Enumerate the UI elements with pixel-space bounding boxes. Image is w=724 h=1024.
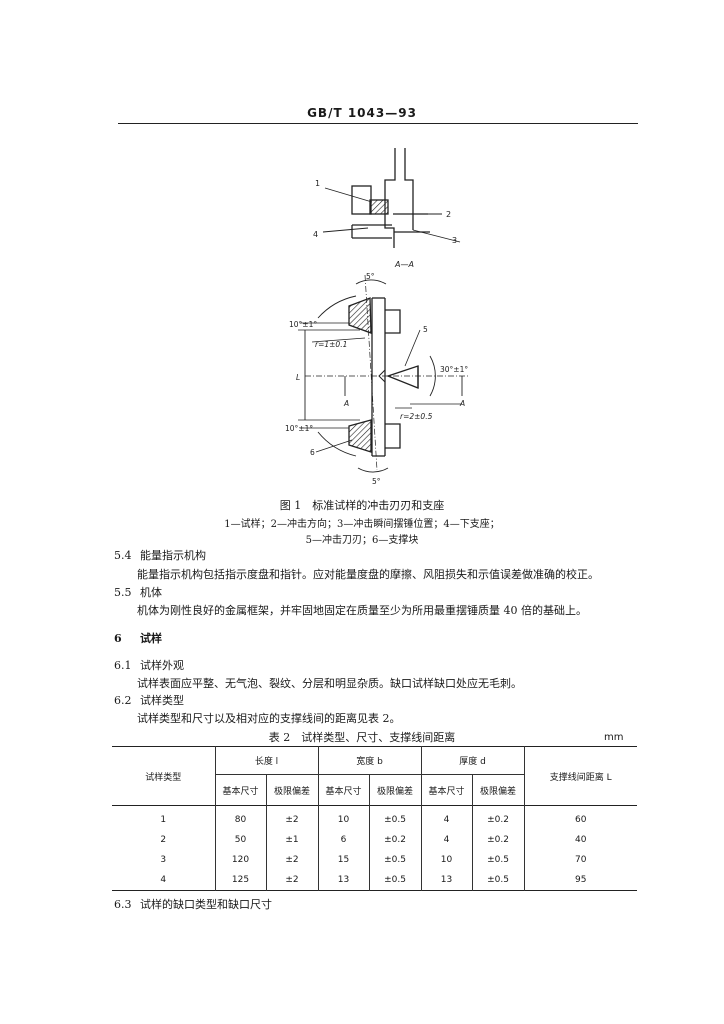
table-unit: mm [604,732,624,743]
cell-length: 80 [214,805,266,830]
header-basic: 基本尺寸 [317,774,369,806]
header-rule [118,123,638,124]
cell-width-tol: ±0.2 [368,830,421,850]
cell-thickness-tol: ±0.5 [471,850,524,870]
section-5-5-heading: 5.5 机体 [114,584,162,600]
cell-type: 4 [160,875,167,885]
cell-thickness: 10 [420,850,472,870]
cell-width-tol: ±0.5 [368,805,421,830]
cell-width: 10 [317,805,369,830]
cell-thickness: 4 [420,830,472,850]
callout-3: 3 [452,236,457,245]
cell-length-tol: ±2 [265,805,318,830]
cell-length-tol: ±1 [265,830,318,850]
section-title: 试样类型 [140,694,184,707]
table-title: 表 2 试样类型、尺寸、支撑线间距离 [268,731,456,744]
section-6-heading: 6 试样 [114,630,162,646]
support-callout: 6 [310,448,315,457]
header-tolerance: 极限偏差 [368,774,421,806]
cell-thickness-tol: ±0.5 [471,870,524,891]
section-number: 5.4 [114,549,132,562]
section-5-4-text: 能量指示机构包括指示度盘和指针。应对能量度盘的摩擦、风阻损失和示值误差做准确的校… [137,568,599,581]
figure-legend-line-1: 1—试样；2—冲击方向；3—冲击瞬间摆锤位置；4—下支座； [224,519,500,530]
section-title: 试样的缺口类型和缺口尺寸 [140,898,272,911]
radius-upper-label: r=1±0.1 [315,340,347,349]
cell-type: 1 [160,815,167,825]
cell-length: 125 [214,870,266,891]
section-6-2-text: 试样类型和尺寸以及相对应的支撑线间的距离见表 2。 [137,712,401,725]
section-number: 5.5 [114,586,132,599]
header-span: 支撑线间距离 L [523,746,637,806]
cell-width: 13 [317,870,369,891]
section-6-1-heading: 6.1 试样外观 [114,657,184,673]
angle-lower-left-label: 10°±1° [285,424,313,433]
cell-thickness-tol: ±0.2 [471,805,524,830]
section-title: 试样 [140,632,162,645]
callout-4: 4 [313,230,318,239]
section-6-3-heading: 6.3 试样的缺口类型和缺口尺寸 [114,896,272,912]
section-title: 机体 [140,586,162,599]
section-6-2-heading: 6.2 试样类型 [114,692,184,708]
section-number: 6.3 [114,898,132,911]
callout-2: 2 [446,210,451,219]
section-number: 6 [114,632,122,645]
section-number: 6.2 [114,694,132,707]
header-width: 宽度 b [317,746,421,775]
angle-upper-left-label: 10°±1° [289,320,317,329]
cell-type: 3 [160,855,167,865]
span-label: L [296,373,300,382]
striker-callout: 5 [423,325,428,334]
cell-length-tol: ±2 [265,850,318,870]
section-5-4-heading: 5.4 能量指示机构 [114,547,206,563]
header-basic: 基本尺寸 [420,774,472,806]
table-row: 3 120 ±2 15 ±0.5 10 ±0.5 70 [112,850,637,870]
header-tolerance: 极限偏差 [265,774,318,806]
header-basic: 基本尺寸 [214,774,266,806]
section-title: 能量指示机构 [140,549,206,562]
cell-length: 120 [214,850,266,870]
header-type: 试样类型 [145,772,182,783]
section-mark-left: A [343,399,349,408]
section-title: 试样外观 [140,659,184,672]
header-tolerance: 极限偏差 [471,774,524,806]
section-6-1-text: 试样表面应平整、无气泡、裂纹、分层和明显杂质。缺口试样缺口处应无毛刺。 [137,677,522,690]
cell-span: 40 [523,830,637,850]
cell-width-tol: ±0.5 [368,870,421,891]
figure-caption: 图 1 标准试样的冲击刃刃和支座 [279,499,445,512]
section-mark-right: A [459,399,465,408]
cell-width: 6 [317,830,369,850]
cell-width: 15 [317,850,369,870]
header-length: 长度 l [214,746,318,775]
cell-type: 2 [160,835,167,845]
specimen-table: 试样类型 长度 l 宽度 b 厚度 d 支撑线间距离 L 基本尺寸 极限偏差 基… [112,746,637,891]
table-row: 1 80 ±2 10 ±0.5 4 ±0.2 60 [112,805,637,830]
table-row: 4 125 ±2 13 ±0.5 13 ±0.5 95 [112,870,637,891]
callout-1: 1 [315,179,320,188]
cell-span: 60 [523,805,637,830]
page-header: GB/T 1043—93 [307,106,417,120]
angle-bottom-label: 5° [372,477,381,486]
section-5-5-text: 机体为刚性良好的金属框架，并牢固地固定在质量至少为所用最重摆锤质量 40 倍的基… [137,604,587,617]
cell-thickness-tol: ±0.2 [471,830,524,850]
cell-span: 95 [523,870,637,891]
figure-1-drawing: 1 2 4 3 A—A [285,148,468,486]
cell-span: 70 [523,850,637,870]
cell-length: 50 [214,830,266,850]
header-thickness: 厚度 d [420,746,524,775]
striker-angle-label: 30°±1° [440,365,468,374]
radius-lower-label: r=2±0.5 [400,412,433,421]
table-row: 2 50 ±1 6 ±0.2 4 ±0.2 40 [112,830,637,850]
cell-thickness: 4 [420,805,472,830]
cell-width-tol: ±0.5 [368,850,421,870]
angle-top-label: 5° [366,272,375,281]
section-number: 6.1 [114,659,132,672]
view-label: A—A [394,260,414,269]
figure-legend-line-2: 5—冲击刀刃；6—支撑块 [305,535,419,546]
cell-thickness: 13 [420,870,472,891]
cell-length-tol: ±2 [265,870,318,891]
